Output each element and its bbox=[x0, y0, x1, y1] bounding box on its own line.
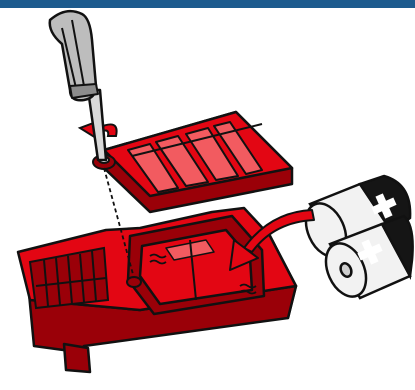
screwdriver-icon bbox=[50, 11, 106, 160]
battery-cover-lid bbox=[104, 112, 292, 212]
base-screw-hole bbox=[127, 277, 141, 287]
